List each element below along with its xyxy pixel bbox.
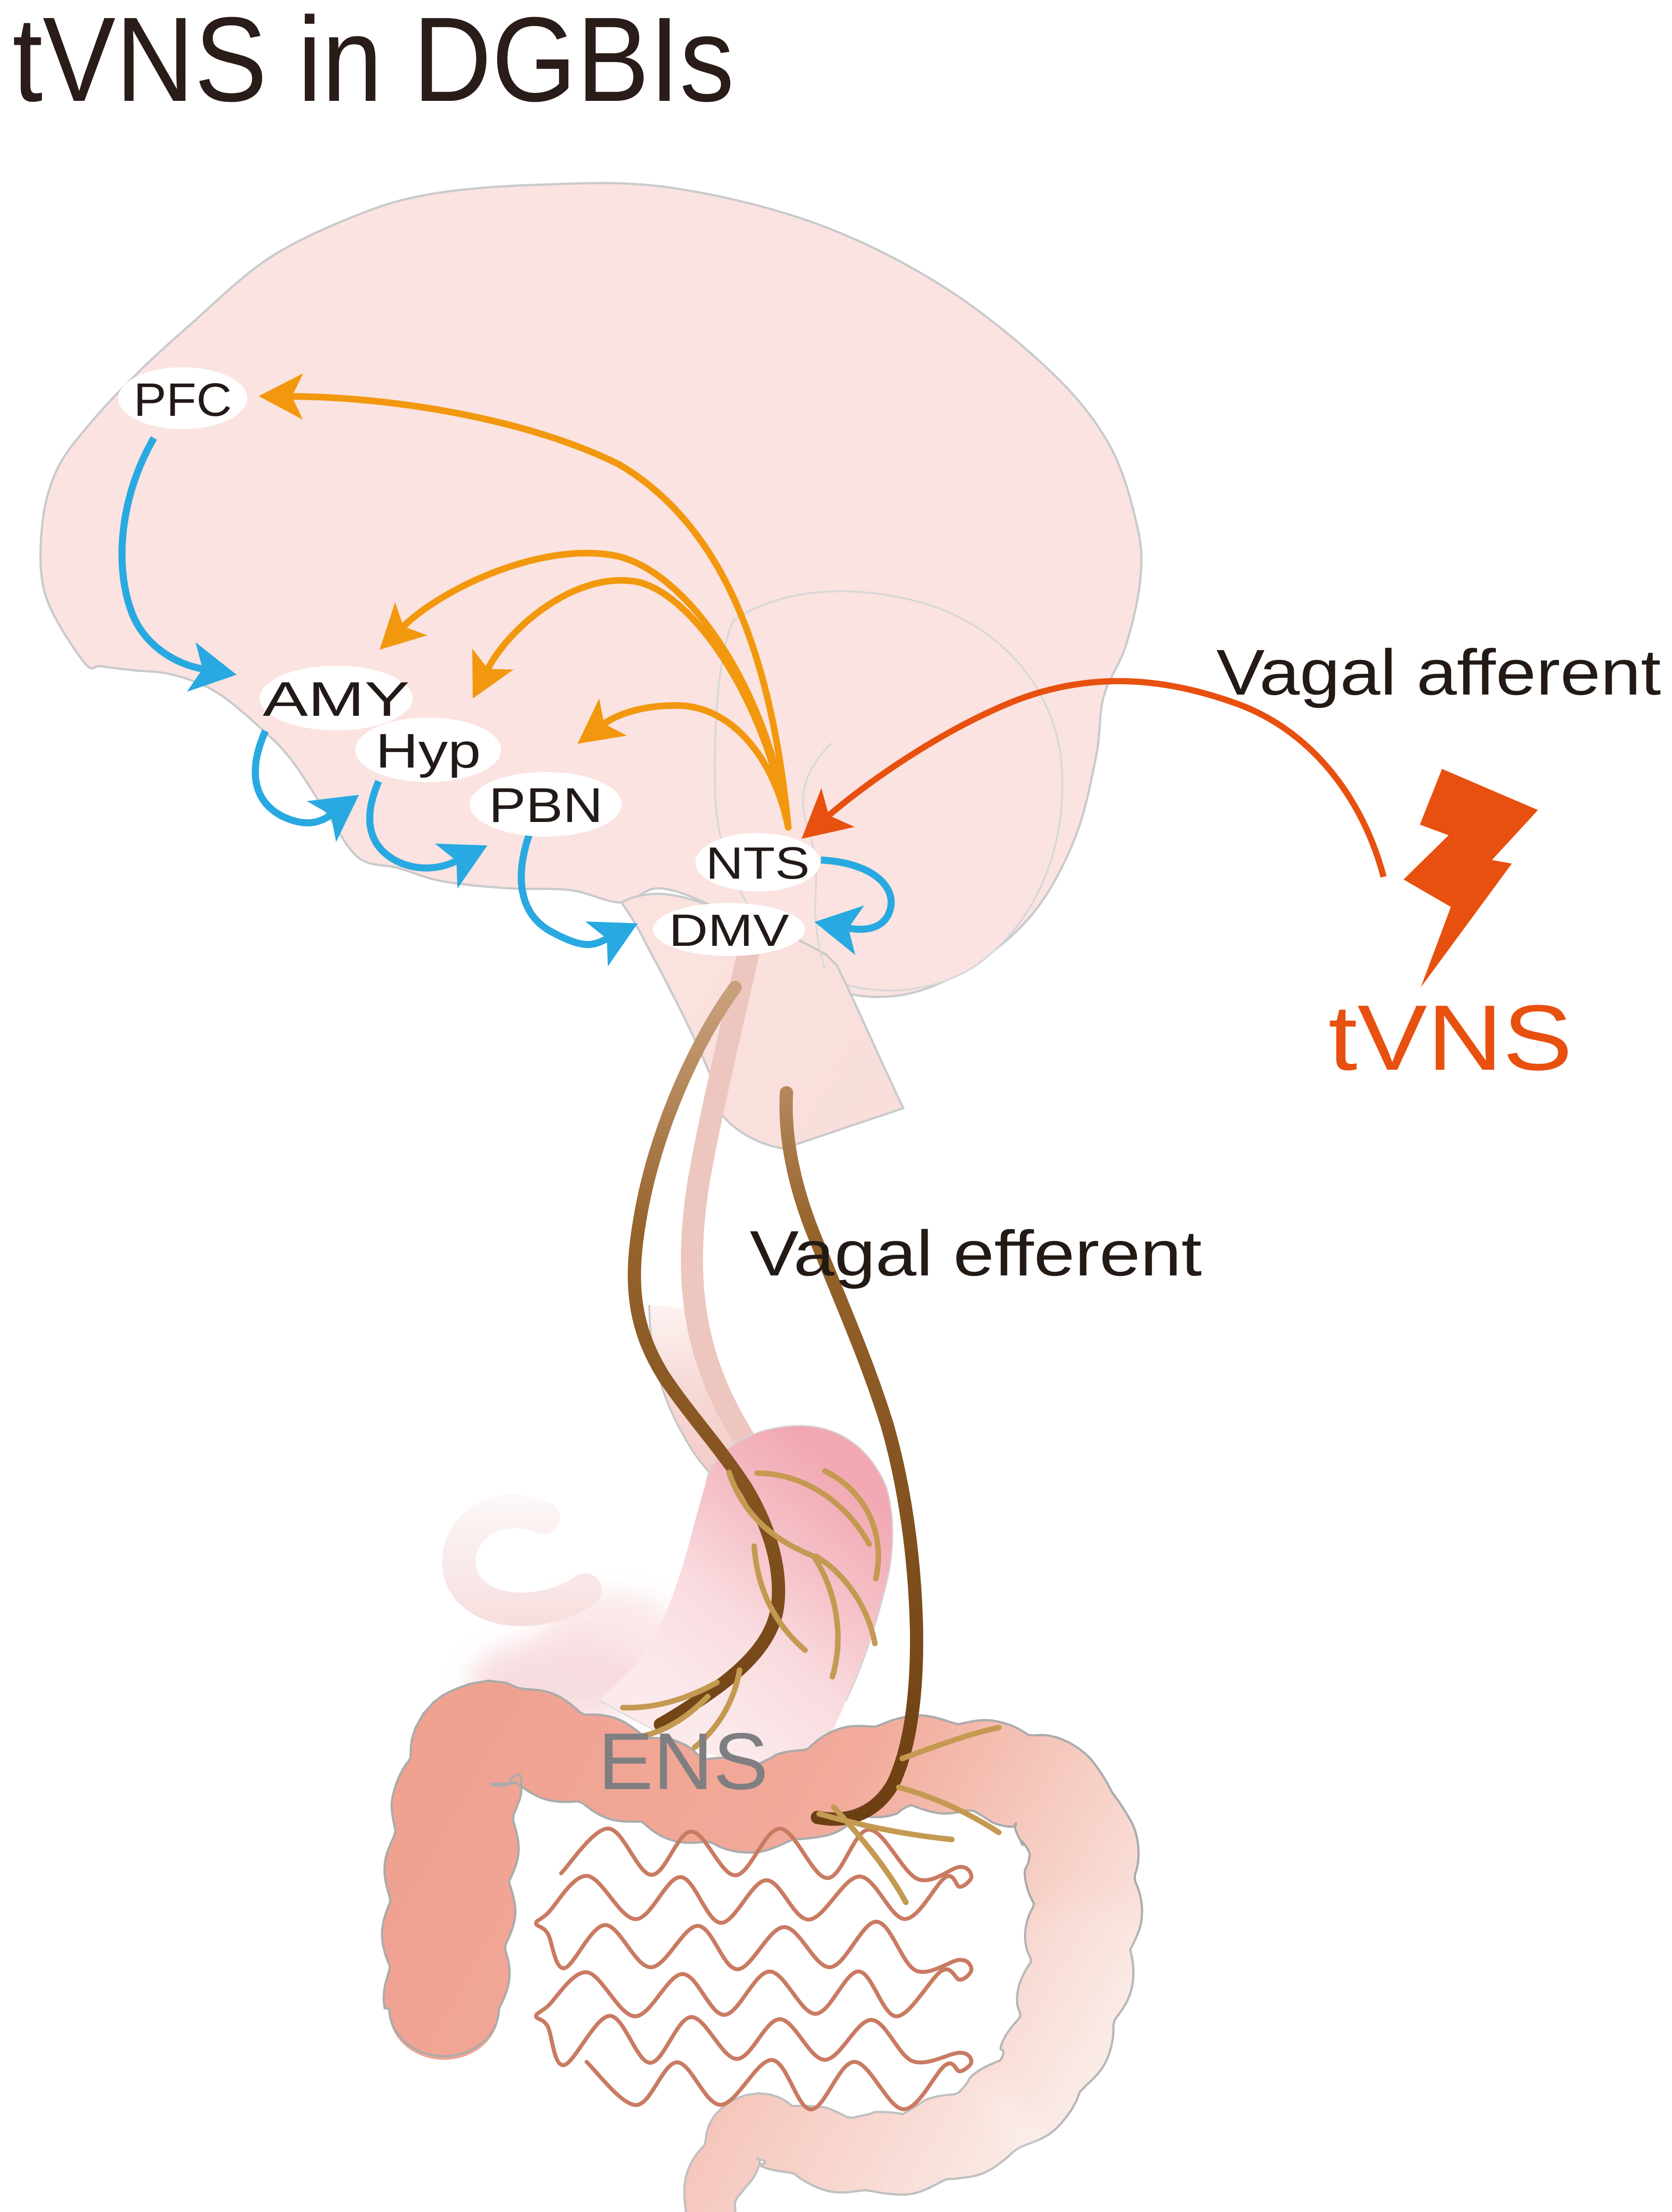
- svg-text:NTS: NTS: [706, 838, 810, 888]
- svg-text:PFC: PFC: [134, 374, 232, 426]
- svg-text:ENS: ENS: [598, 1716, 768, 1806]
- svg-text:AMY: AMY: [263, 672, 410, 726]
- svg-text:Vagal efferent: Vagal efferent: [750, 1217, 1202, 1289]
- svg-text:Hyp: Hyp: [376, 724, 481, 778]
- svg-text:DMV: DMV: [669, 905, 789, 956]
- svg-text:PBN: PBN: [489, 778, 603, 833]
- svg-text:Vagal afferent: Vagal afferent: [1216, 636, 1661, 708]
- svg-text:tVNS in DGBIs: tVNS in DGBIs: [12, 0, 734, 127]
- svg-text:tVNS: tVNS: [1328, 986, 1572, 1090]
